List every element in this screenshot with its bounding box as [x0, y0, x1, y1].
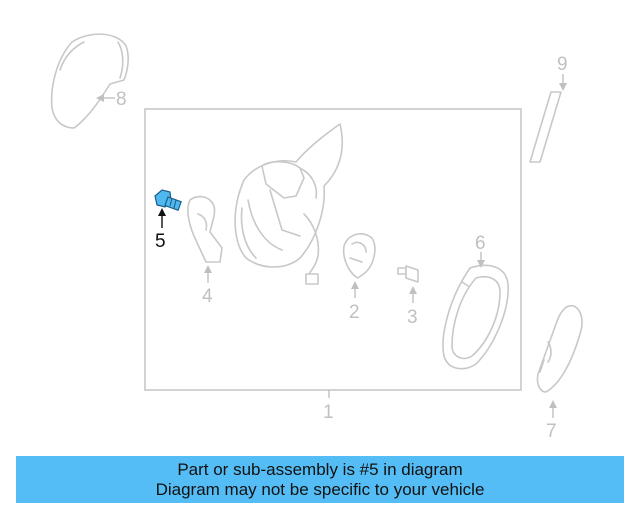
callout-2-leader — [351, 281, 359, 298]
callout-7-leader — [549, 400, 557, 418]
part-5-bolt[interactable] — [154, 189, 182, 212]
callout-1: 1 — [323, 402, 334, 423]
callout-3-leader — [409, 286, 417, 303]
part-8-mirror-cover[interactable] — [50, 33, 129, 129]
callout-4: 4 — [202, 286, 213, 307]
banner-line-1: Part or sub-assembly is #5 in diagram — [177, 460, 463, 479]
callout-5-leader — [158, 208, 166, 228]
callout-7: 7 — [546, 421, 557, 442]
callout-6: 6 — [475, 233, 486, 254]
part-4-bracket[interactable] — [187, 195, 223, 263]
callout-9: 9 — [557, 54, 568, 75]
callout-9-leader — [559, 74, 567, 91]
part-2-motor[interactable] — [342, 233, 376, 279]
part-3-screw[interactable] — [397, 265, 419, 283]
parts-diagram: 8 9 5 4 1 — [50, 33, 583, 442]
callout-6-leader — [477, 252, 485, 268]
callout-8-leader — [96, 94, 115, 102]
callout-2: 2 — [349, 302, 360, 323]
callout-4-leader — [204, 265, 212, 283]
callout-5: 5 — [155, 231, 166, 252]
part-9-trim-strip[interactable] — [529, 91, 562, 163]
banner-line-2: Diagram may not be specific to your vehi… — [155, 480, 485, 499]
part-1-mirror-housing[interactable] — [234, 123, 344, 285]
callout-3: 3 — [407, 307, 418, 328]
callout-8: 8 — [116, 89, 127, 110]
info-banner: Part or sub-assembly is #5 in diagram Di… — [16, 456, 624, 503]
part-7-signal-lamp[interactable] — [536, 304, 583, 393]
part-6-mirror-glass[interactable] — [442, 264, 509, 370]
assembly-frame — [144, 108, 522, 391]
